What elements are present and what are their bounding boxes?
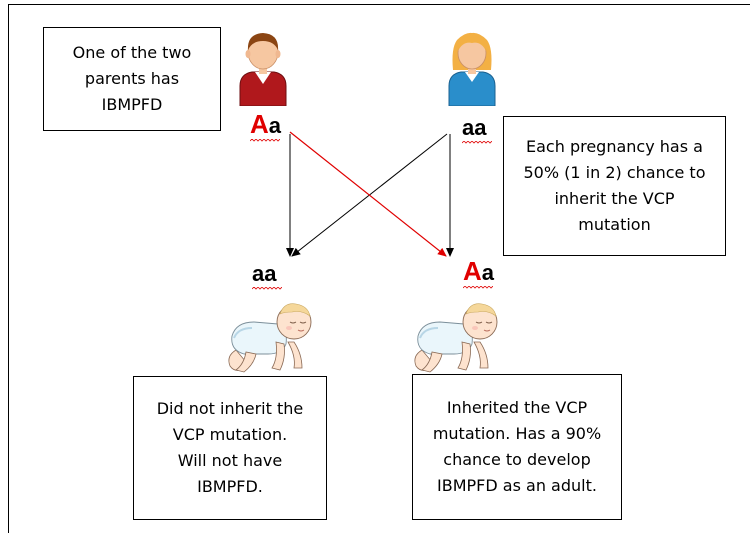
left-child-genotype-text: aa bbox=[252, 261, 277, 286]
spellcheck-underline bbox=[250, 139, 280, 142]
diagram-frame bbox=[8, 4, 750, 533]
left-child-note-box: Did not inherit the VCP mutation. Will n… bbox=[133, 376, 327, 520]
parent-note-box: One of the two parents has IBMPFD bbox=[43, 27, 221, 131]
arrow-father-to-right-child bbox=[289, 131, 447, 257]
right-child-recessive-allele: a bbox=[481, 260, 495, 285]
pregnancy-note-text: Each pregnancy has a 50% (1 in 2) chance… bbox=[523, 137, 706, 234]
right-child-note-box: Inherited the VCP mutation. Has a 90% ch… bbox=[412, 374, 622, 520]
father-genotype: Aa bbox=[250, 111, 282, 142]
baby-right-icon bbox=[414, 303, 498, 373]
spellcheck-underline bbox=[252, 287, 282, 290]
right-child-genotype: Aa bbox=[463, 258, 495, 289]
spellcheck-underline bbox=[463, 286, 493, 289]
left-child-note-text: Did not inherit the VCP mutation. Will n… bbox=[156, 399, 304, 496]
spellcheck-underline bbox=[462, 141, 492, 144]
mother-icon bbox=[448, 32, 496, 106]
father-dominant-allele: A bbox=[250, 109, 269, 139]
parent-note-text: One of the two parents has IBMPFD bbox=[72, 43, 192, 114]
baby-left-icon bbox=[228, 303, 312, 373]
mother-genotype-text: aa bbox=[462, 115, 487, 140]
right-child-dominant-allele: A bbox=[463, 256, 482, 286]
father-icon bbox=[239, 33, 287, 106]
left-child-genotype: aa bbox=[252, 261, 282, 290]
father-recessive-allele: a bbox=[268, 113, 282, 138]
pregnancy-note-box: Each pregnancy has a 50% (1 in 2) chance… bbox=[503, 116, 726, 256]
mother-genotype: aa bbox=[462, 115, 492, 144]
right-child-note-text: Inherited the VCP mutation. Has a 90% ch… bbox=[432, 398, 602, 495]
